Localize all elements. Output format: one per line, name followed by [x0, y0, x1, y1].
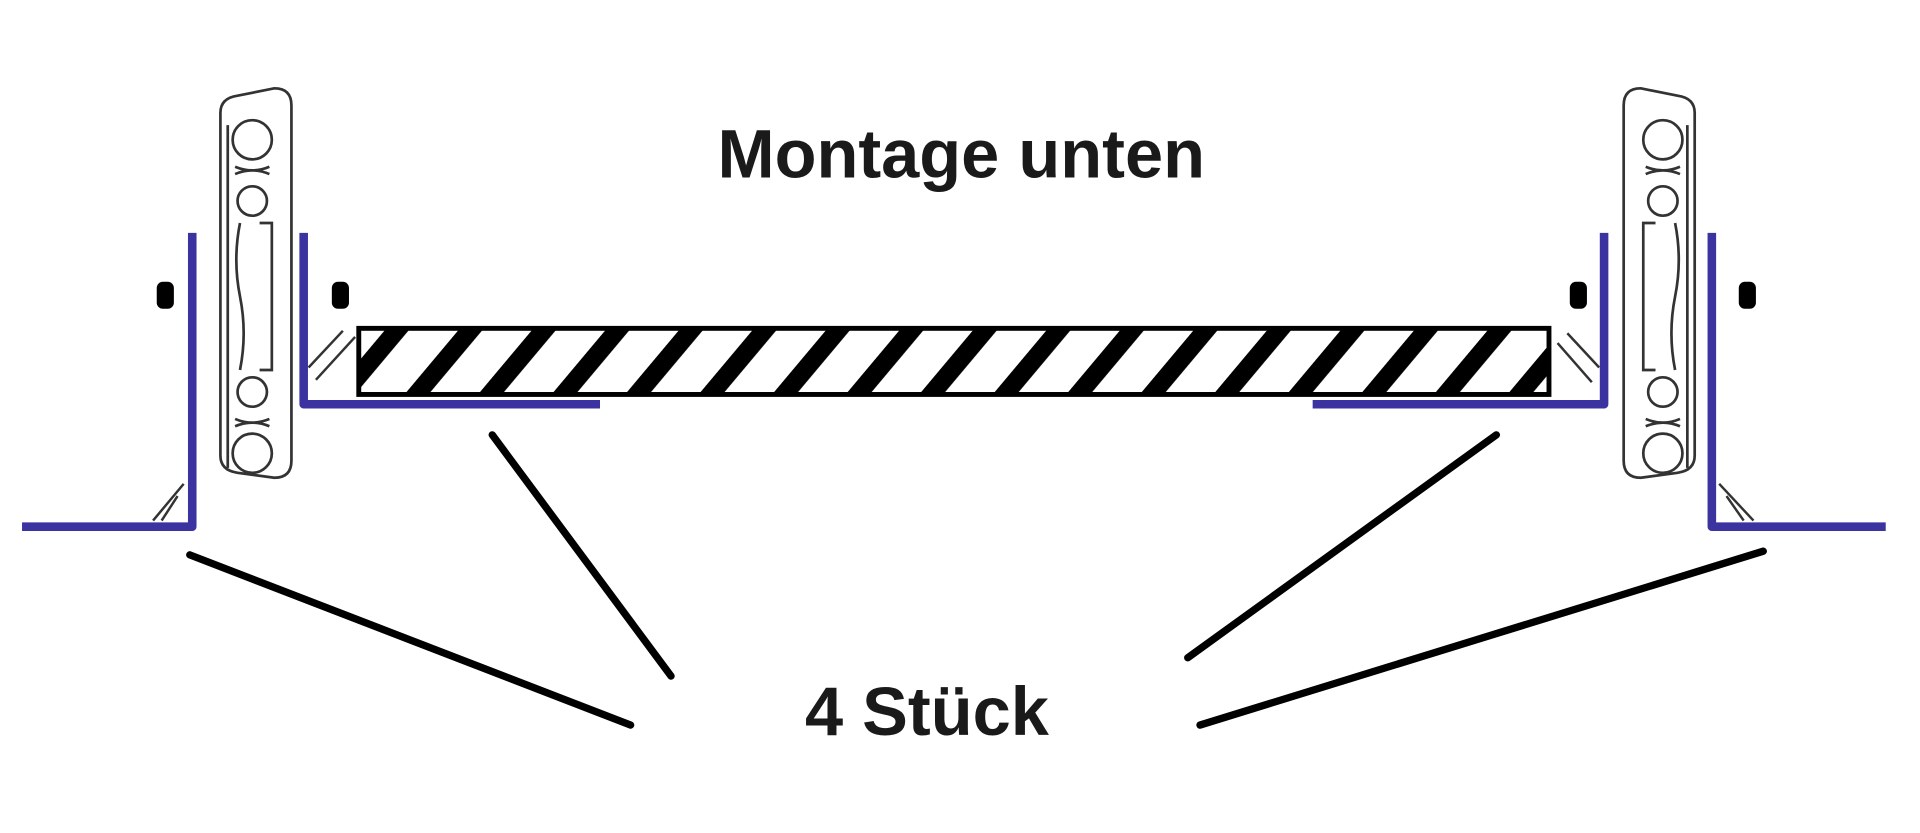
right-inner-angle-bracket [1312, 232, 1609, 409]
left-inner-angle-bracket [299, 232, 600, 409]
right-drawer-slide [1622, 86, 1697, 480]
right-outer-angle-bracket [1707, 232, 1886, 531]
callout-label: 4 Stück [805, 673, 1050, 750]
hatched-board [356, 325, 1552, 397]
right-bolt-icon [1569, 281, 1756, 309]
leader-line-inner-left [488, 431, 675, 680]
leader-line-outer-left [186, 551, 635, 729]
leader-line-inner-right [1184, 431, 1500, 662]
left-weld-marks [152, 329, 357, 522]
leader-line-outer-right [1196, 547, 1767, 729]
right-weld-marks [1556, 332, 1755, 522]
diagram-title: Montage unten [717, 116, 1205, 193]
left-outer-angle-bracket [22, 232, 197, 531]
left-bolt-icon [156, 281, 349, 309]
left-drawer-slide [219, 86, 293, 480]
